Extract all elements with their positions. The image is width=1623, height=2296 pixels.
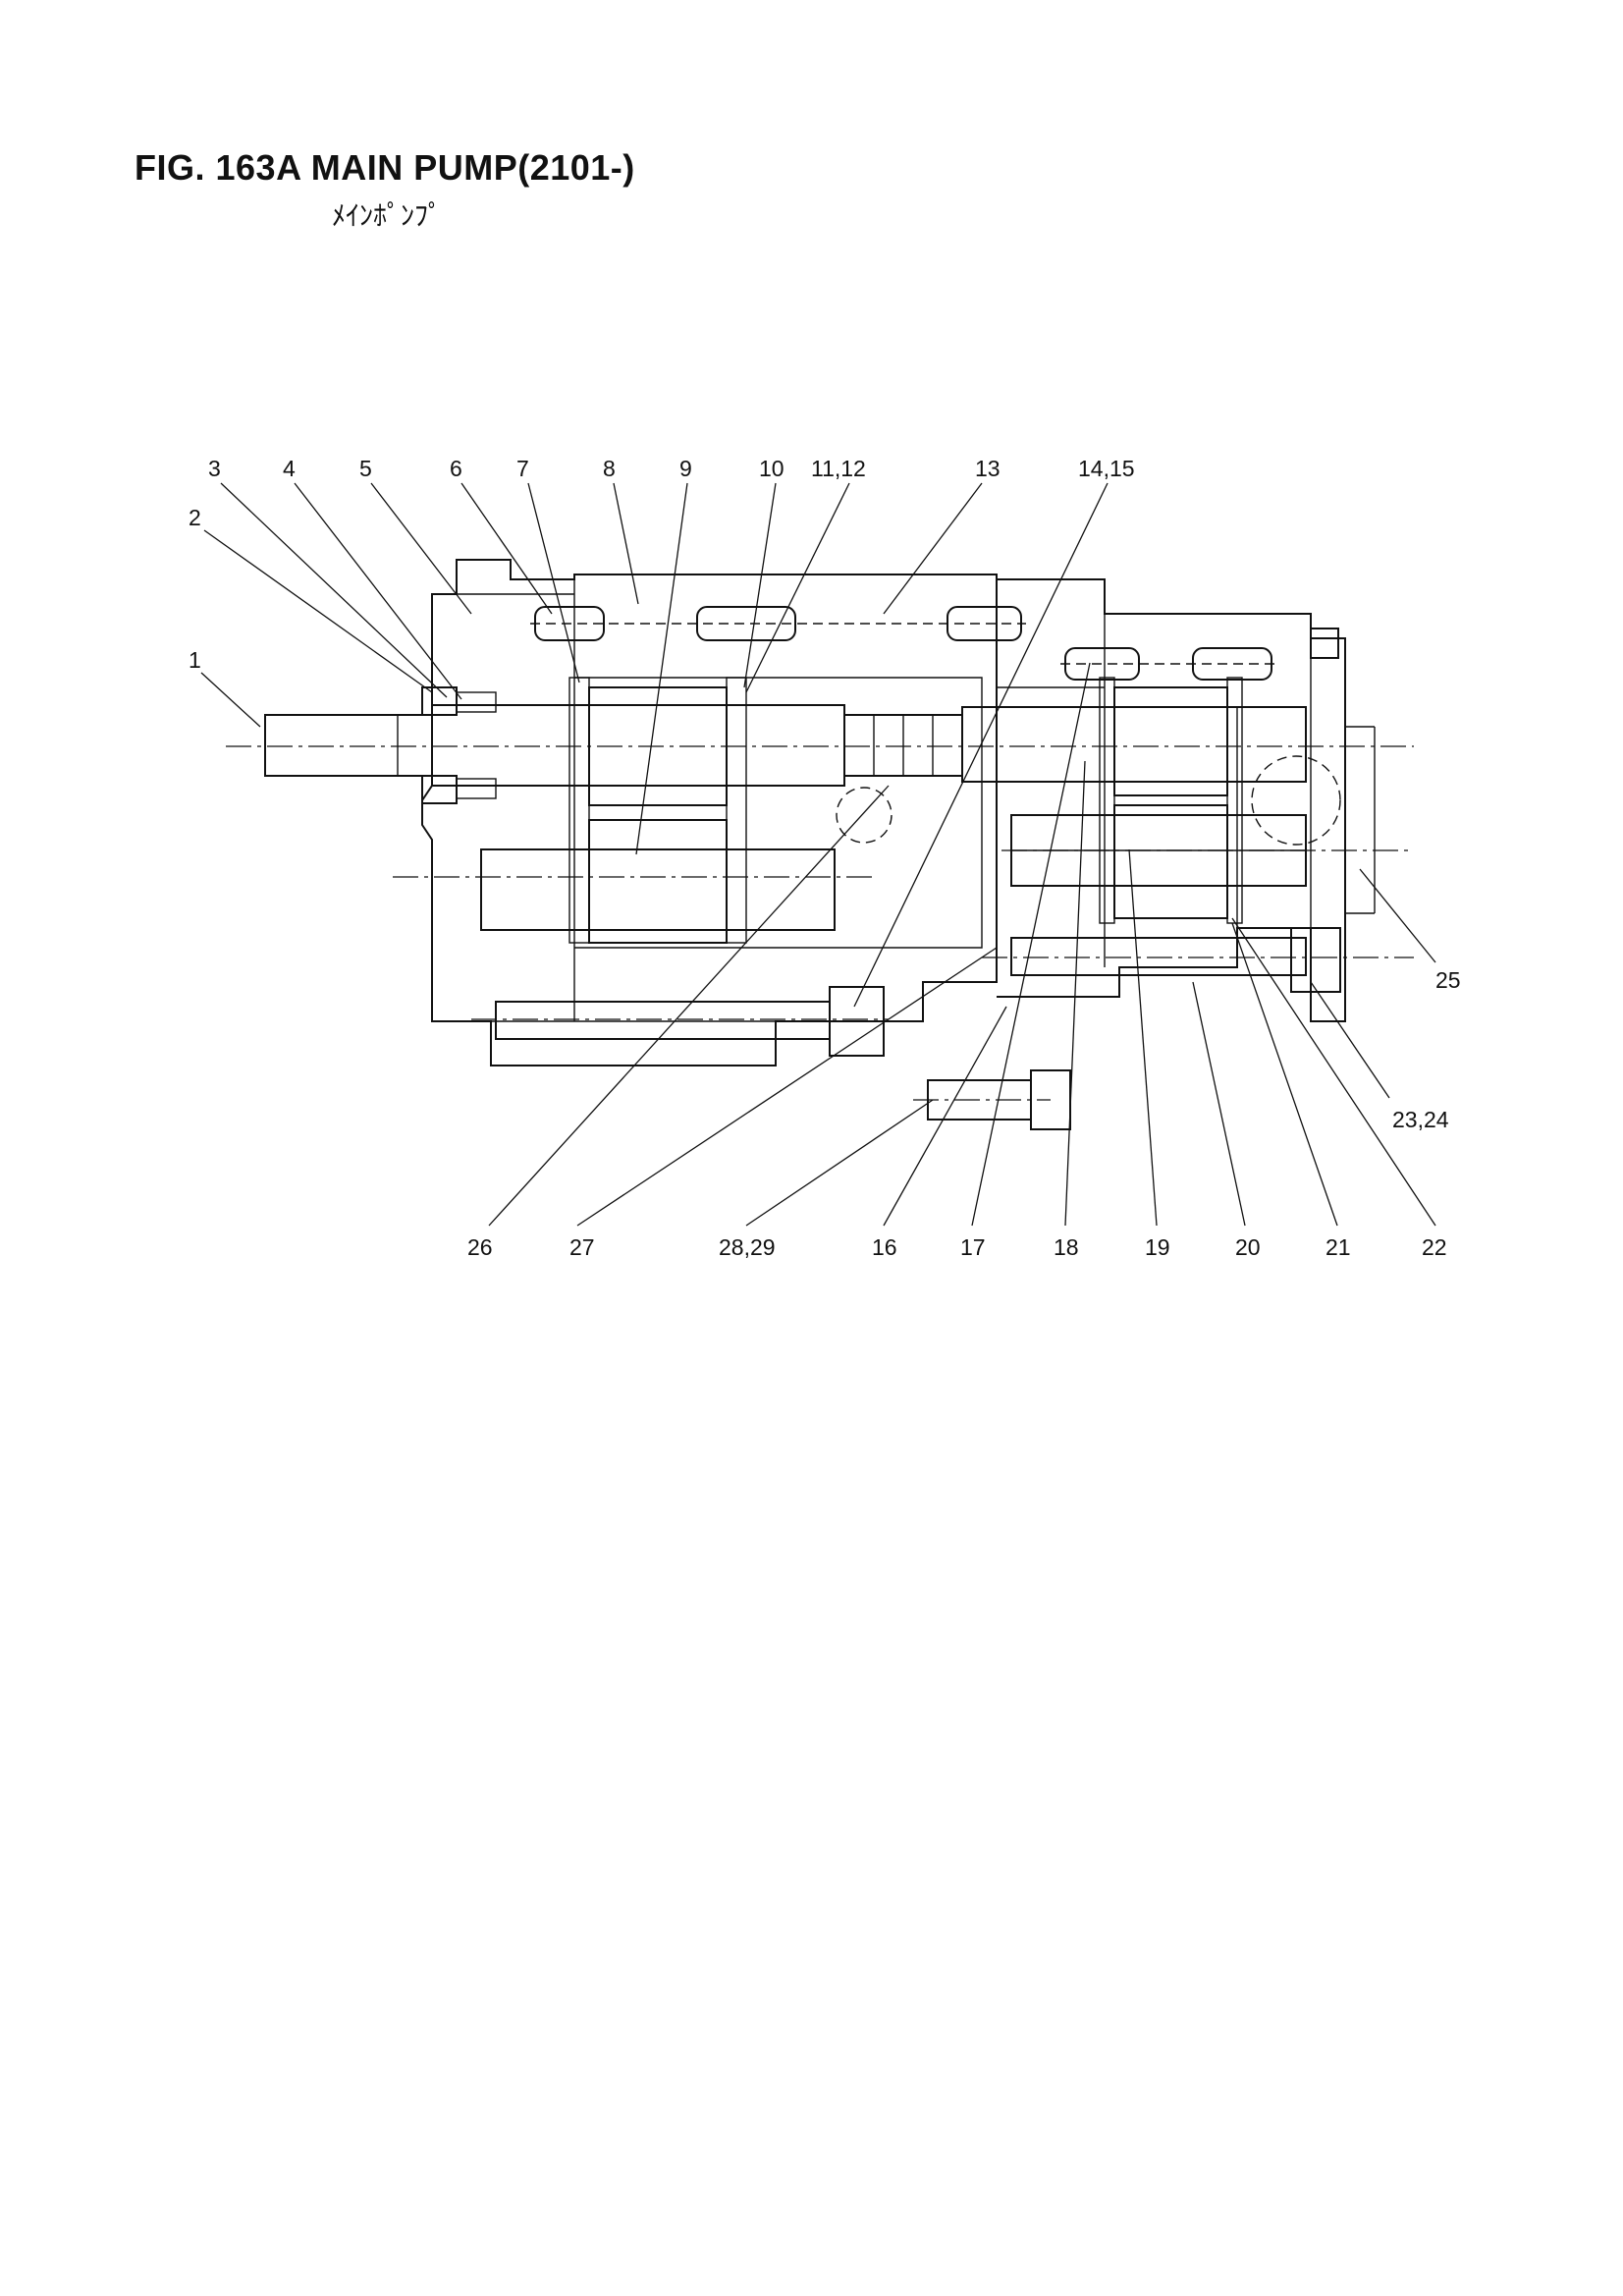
callout-16: 16 — [872, 1234, 897, 1260]
callout-11-12: 11,12 — [811, 456, 866, 481]
callout-5: 5 — [359, 456, 372, 481]
bolts — [495, 628, 1341, 1130]
callout-numbers: 1 2 3 4 5 6 7 8 9 10 11,12 13 14,15 26 2… — [189, 456, 1461, 1260]
callout-10: 10 — [759, 456, 784, 481]
callout-22: 22 — [1422, 1234, 1447, 1260]
figure-subtitle: ﾒｲﾝﾎﾟﾝﾌﾟ — [332, 199, 443, 232]
callout-8: 8 — [603, 456, 616, 481]
callout-14-15: 14,15 — [1078, 456, 1135, 481]
callout-6: 6 — [450, 456, 462, 481]
callout-27: 27 — [569, 1234, 595, 1260]
callout-28-29: 28,29 — [719, 1234, 776, 1260]
callout-26: 26 — [467, 1234, 493, 1260]
callout-7: 7 — [516, 456, 529, 481]
callout-19: 19 — [1145, 1234, 1170, 1260]
leader-lines — [200, 482, 1436, 1227]
callout-21: 21 — [1325, 1234, 1351, 1260]
figure-title: FIG. 163A MAIN PUMP(2101-) — [135, 147, 635, 188]
callout-4: 4 — [283, 456, 296, 481]
callout-2: 2 — [189, 505, 201, 530]
centerlines — [226, 623, 1414, 1101]
front-gears — [568, 677, 747, 944]
callout-25: 25 — [1435, 967, 1461, 993]
callout-13: 13 — [975, 456, 1001, 481]
callout-20: 20 — [1235, 1234, 1261, 1260]
dowel-pins — [534, 606, 1272, 681]
driven-shaft — [480, 814, 1307, 931]
callout-23-24: 23,24 — [1392, 1107, 1449, 1132]
callout-1: 1 — [189, 647, 201, 673]
callout-17: 17 — [960, 1234, 986, 1260]
shaft-seal — [421, 686, 497, 804]
callout-3: 3 — [208, 456, 221, 481]
drive-shaft — [264, 704, 1307, 787]
callout-9: 9 — [679, 456, 692, 481]
callout-18: 18 — [1054, 1234, 1079, 1260]
pump-housing — [421, 559, 1376, 1066]
rear-gears — [1099, 677, 1243, 924]
